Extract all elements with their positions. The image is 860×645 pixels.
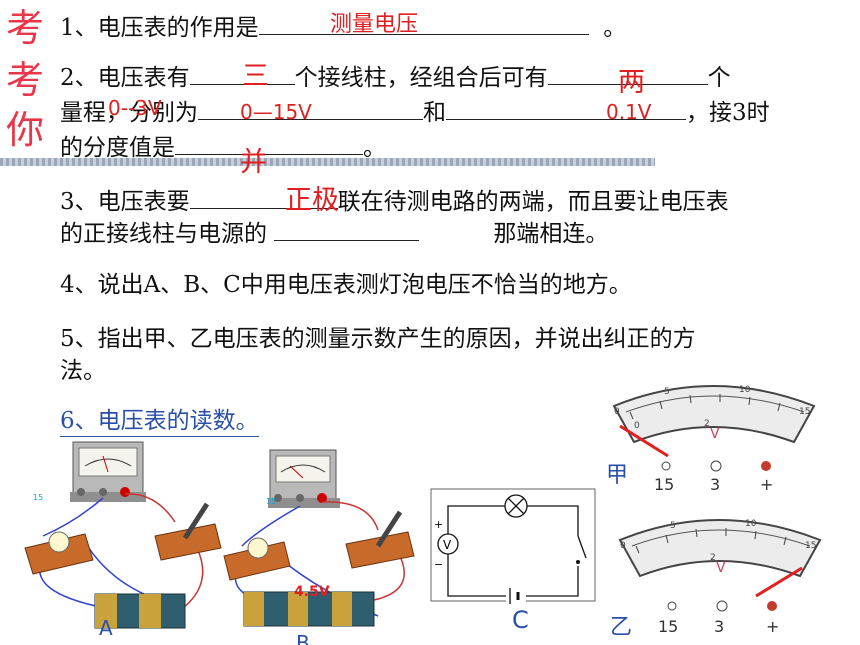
svg-text:15: 15 bbox=[658, 617, 678, 636]
q3-blank-1 bbox=[189, 186, 338, 209]
meter-yi-label: 乙 bbox=[610, 615, 632, 640]
svg-text:V: V bbox=[716, 560, 726, 576]
q2-text-a: 2、电压表有 bbox=[60, 65, 190, 91]
q3-answer-bing: 并 bbox=[240, 147, 267, 178]
q2-answer-three: 三 bbox=[242, 61, 269, 92]
q2-text-b: 个接线柱，经组合后可有 bbox=[294, 65, 548, 91]
question-2-line-3: 的分度值是 。 bbox=[60, 132, 386, 163]
q2-text-c: 个 bbox=[707, 65, 731, 91]
switch-a-icon bbox=[154, 502, 222, 561]
switch-b-icon bbox=[345, 510, 415, 569]
lamp-b-icon bbox=[223, 537, 291, 581]
q2-text-d: 量程，分别为 bbox=[60, 100, 198, 126]
voltmeter-yi: 5 10 15 0 2 V 15 3 + 乙 bbox=[608, 508, 832, 640]
question-5-line-2: 法。 bbox=[60, 358, 106, 384]
svg-text:3: 3 bbox=[710, 475, 720, 494]
q2-blank-4 bbox=[446, 97, 686, 120]
q2-answer-two: 两 bbox=[618, 67, 645, 98]
question-1: 1、电压表的作用是 。 bbox=[60, 12, 626, 43]
voltmeter-b-icon bbox=[268, 449, 340, 508]
q2-blank-2 bbox=[547, 62, 708, 85]
q3-blank-2 bbox=[274, 218, 420, 241]
lamp-a-icon bbox=[24, 531, 94, 575]
svg-text:0: 0 bbox=[614, 407, 620, 417]
q1-end: 。 bbox=[603, 15, 627, 41]
svg-text:2: 2 bbox=[710, 553, 716, 563]
q2-answer-range1: 0—15V bbox=[240, 100, 312, 124]
svg-text:+: + bbox=[766, 617, 779, 636]
q2-text-g: 的分度值是 bbox=[60, 135, 175, 161]
question-6: 6、电压表的读数。 bbox=[60, 406, 259, 437]
voltmeter-a-icon bbox=[70, 441, 146, 502]
svg-text:5: 5 bbox=[670, 521, 676, 531]
label-c: C bbox=[512, 606, 529, 634]
q2-text-e: 和 bbox=[423, 100, 446, 126]
voltage-b-label: 4.5V bbox=[294, 584, 330, 600]
q1-text: 1、电压表的作用是 bbox=[60, 15, 259, 41]
q3-text-c: 的正接线柱与电源的 bbox=[60, 221, 267, 247]
circuit-figure-c: V + − C bbox=[430, 488, 596, 634]
q2-text-f: ，接3时 bbox=[686, 100, 770, 126]
needle-jia bbox=[619, 424, 669, 458]
meter-jia-label: 甲 bbox=[606, 463, 628, 488]
svg-text:0: 0 bbox=[620, 541, 626, 551]
svg-text:5: 5 bbox=[664, 387, 670, 397]
q3-answer-pos: 正极 bbox=[285, 185, 339, 216]
q2-answer-range2: 0--3V bbox=[108, 96, 162, 120]
q3-text-b: 联在待测电路的两端，而且要让电压表 bbox=[337, 189, 729, 215]
voltmeter-symbol-icon bbox=[437, 533, 459, 555]
svg-text:−: − bbox=[434, 558, 443, 571]
switch-symbol-icon bbox=[577, 535, 587, 559]
svg-text:10: 10 bbox=[745, 519, 757, 529]
q2-blank-3 bbox=[198, 97, 423, 120]
battery-b-icon bbox=[243, 591, 375, 627]
svg-text:10: 10 bbox=[739, 385, 751, 395]
battery-a-icon bbox=[94, 593, 186, 629]
circuit-figure-b: 15 4.5V B bbox=[223, 449, 415, 645]
svg-text:+: + bbox=[760, 475, 773, 494]
svg-text:3: 3 bbox=[714, 617, 724, 636]
terminal-15-label-a: 15 bbox=[33, 493, 43, 502]
question-2-line-1: 2、电压表有 个接线柱，经组合后可有 个 bbox=[60, 62, 731, 93]
svg-text:15: 15 bbox=[654, 475, 674, 494]
side-title-2: 考 bbox=[6, 58, 45, 102]
question-2-line-2: 量程，分别为 和 ，接3时 bbox=[60, 97, 770, 128]
q2-answer-div: 0.1V bbox=[606, 100, 652, 124]
question-4: 4、说出A、B、C中用电压表测灯泡电压不恰当的地方。 bbox=[60, 272, 632, 298]
q2-blank-1 bbox=[189, 62, 295, 85]
question-3-line-1: 3、电压表要 联在待测电路的两端，而且要让电压表 bbox=[60, 186, 729, 217]
voltmeter-jia: 5 10 15 0 0 2 V 15 3 + 甲 bbox=[602, 374, 826, 496]
label-b: B bbox=[296, 631, 310, 645]
svg-text:15: 15 bbox=[805, 541, 816, 551]
q2-blank-5 bbox=[175, 132, 363, 155]
q2-text-h: 。 bbox=[363, 135, 386, 161]
question-3-line-2: 的正接线柱与电源的 那端相连。 bbox=[60, 218, 608, 249]
terminal-15-label-b: 15 bbox=[266, 497, 276, 506]
question-5-line-1: 5、指出甲、乙电压表的测量示数产生的原因，并说出纠正的方 bbox=[60, 326, 696, 352]
svg-text:2: 2 bbox=[704, 419, 710, 429]
svg-text:V: V bbox=[443, 538, 452, 552]
circuit-figure-a: 15 A bbox=[24, 441, 222, 640]
svg-text:15: 15 bbox=[799, 407, 810, 417]
q3-text-a: 3、电压表要 bbox=[60, 189, 190, 215]
q1-answer: 测量电压 bbox=[330, 12, 419, 37]
section-divider bbox=[0, 158, 655, 166]
label-a: A bbox=[99, 616, 113, 640]
side-title-3: 你 bbox=[6, 108, 45, 152]
q3-text-d: 那端相连。 bbox=[493, 221, 609, 247]
svg-text:0: 0 bbox=[634, 421, 640, 431]
svg-text:V: V bbox=[710, 426, 720, 442]
side-title-1: 考 bbox=[6, 6, 45, 50]
svg-text:+: + bbox=[434, 518, 443, 531]
needle-yi bbox=[755, 566, 803, 598]
q1-blank bbox=[258, 12, 589, 35]
